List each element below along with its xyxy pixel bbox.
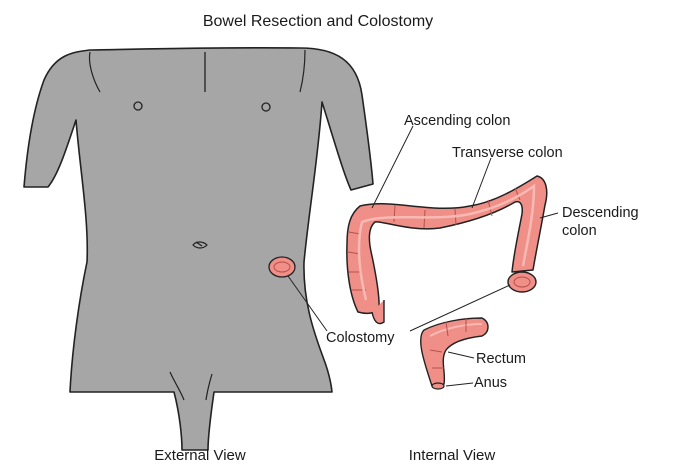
- leader-ascending: [372, 126, 413, 208]
- label-colostomy: Colostomy: [326, 330, 395, 346]
- label-rectum: Rectum: [476, 351, 526, 367]
- leader-anus: [446, 383, 473, 386]
- caption-internal-view: Internal View: [409, 447, 496, 464]
- label-ascending-colon: Ascending colon: [404, 113, 510, 129]
- right-nipple: [262, 103, 270, 111]
- label-anus: Anus: [474, 375, 507, 391]
- leader-rectum: [448, 352, 474, 358]
- label-descending-colon-1: Descending: [562, 205, 639, 221]
- diagram-title: Bowel Resection and Colostomy: [203, 13, 433, 30]
- external-stoma: [269, 257, 295, 277]
- torso-outline: [24, 48, 373, 450]
- internal-stoma: [508, 272, 536, 292]
- label-descending-colon-2: colon: [562, 223, 597, 239]
- caption-external-view: External View: [154, 447, 246, 464]
- anus-opening: [432, 383, 444, 389]
- torso-figure: [24, 48, 373, 450]
- label-transverse-colon: Transverse colon: [452, 145, 563, 161]
- left-nipple: [134, 102, 142, 110]
